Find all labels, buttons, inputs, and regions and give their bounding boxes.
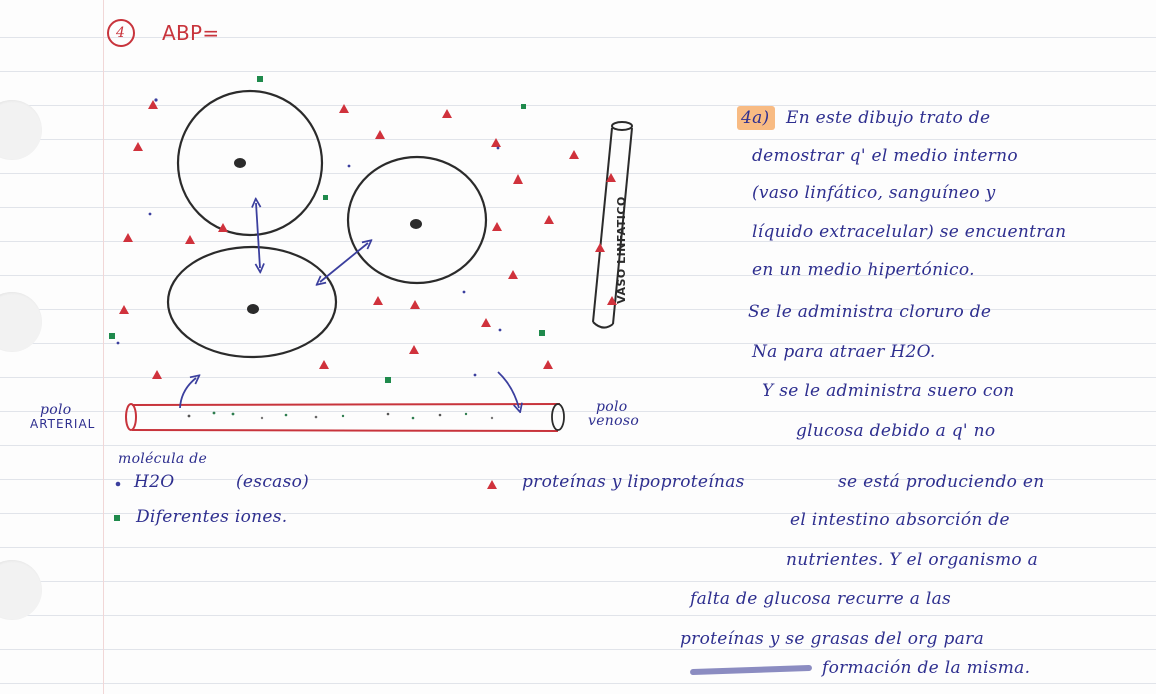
arrow-out-arterial — [179, 378, 196, 409]
answer-line: En este dibujo trato de — [786, 108, 991, 128]
blood-capillary — [125, 403, 565, 432]
water-markers — [116, 98, 502, 377]
capillary-particles — [187, 411, 494, 420]
answer-line: Na para atraer H2O. — [752, 342, 936, 362]
answer-line: proteínas y se grasas del org para — [680, 629, 985, 649]
legend-water-dot — [115, 481, 121, 487]
answer-line: (vaso linfático, sanguíneo y — [752, 183, 996, 203]
legend-ion-square — [114, 515, 120, 521]
ion-markers — [109, 76, 545, 383]
double-arrow — [256, 203, 260, 268]
cell-nucleus — [410, 219, 422, 229]
answer-line: el intestino absorción de — [790, 510, 1010, 530]
answer-line: nutrientes. Y el organismo a — [786, 550, 1039, 570]
cell-right — [346, 155, 488, 285]
protein-markers — [119, 100, 617, 379]
answer-line: Se le administra cloruro de — [748, 302, 992, 322]
legend-water-label: H2O — [134, 472, 175, 492]
answer-line: demostrar q' el medio interno — [752, 146, 1018, 166]
question-number: 4 — [116, 25, 126, 41]
answer-line: Y se le administra suero con — [762, 381, 1015, 401]
answer-line: se está produciendo en — [838, 472, 1045, 492]
arrow-in-venous — [497, 371, 519, 408]
legend-water-heading: molécula de — [118, 451, 208, 467]
lymphatic-vessel — [592, 121, 633, 329]
number-circle — [107, 19, 135, 47]
answer-line: formación de la misma. — [822, 658, 1031, 678]
answer-label: 4a) — [741, 108, 770, 128]
legend-protein-triangle — [487, 480, 497, 489]
answer-label-highlight — [737, 106, 775, 130]
vessel-label: VASO LINFATICO — [615, 196, 628, 304]
answer-line: glucosa debido a q' no — [796, 421, 996, 441]
page-title: ABP= — [162, 21, 220, 45]
legend-ions-label: Diferentes iones. — [136, 507, 288, 527]
cell-top-left — [176, 89, 324, 237]
margin-line — [103, 0, 104, 694]
cell-nucleus — [247, 304, 259, 314]
answer-line: en un medio hipertónico. — [752, 260, 975, 280]
double-arrow — [320, 243, 368, 282]
polo-venoso-line2: venoso — [588, 413, 640, 429]
answer-line: líquido extracelular) se encuentran — [752, 222, 1067, 242]
cell-nucleus — [234, 158, 246, 168]
answer-line: falta de glucosa recurre a las — [690, 589, 952, 609]
cell-bottom-left — [166, 245, 338, 359]
polo-arterial-line2: ARTERIAL — [30, 417, 96, 431]
polo-arterial-line1: polo — [40, 402, 72, 418]
polo-venoso-line1: polo — [596, 399, 628, 415]
legend-water-note: (escaso) — [236, 472, 310, 492]
legend-proteins-label: proteínas y lipoproteínas — [522, 472, 745, 492]
